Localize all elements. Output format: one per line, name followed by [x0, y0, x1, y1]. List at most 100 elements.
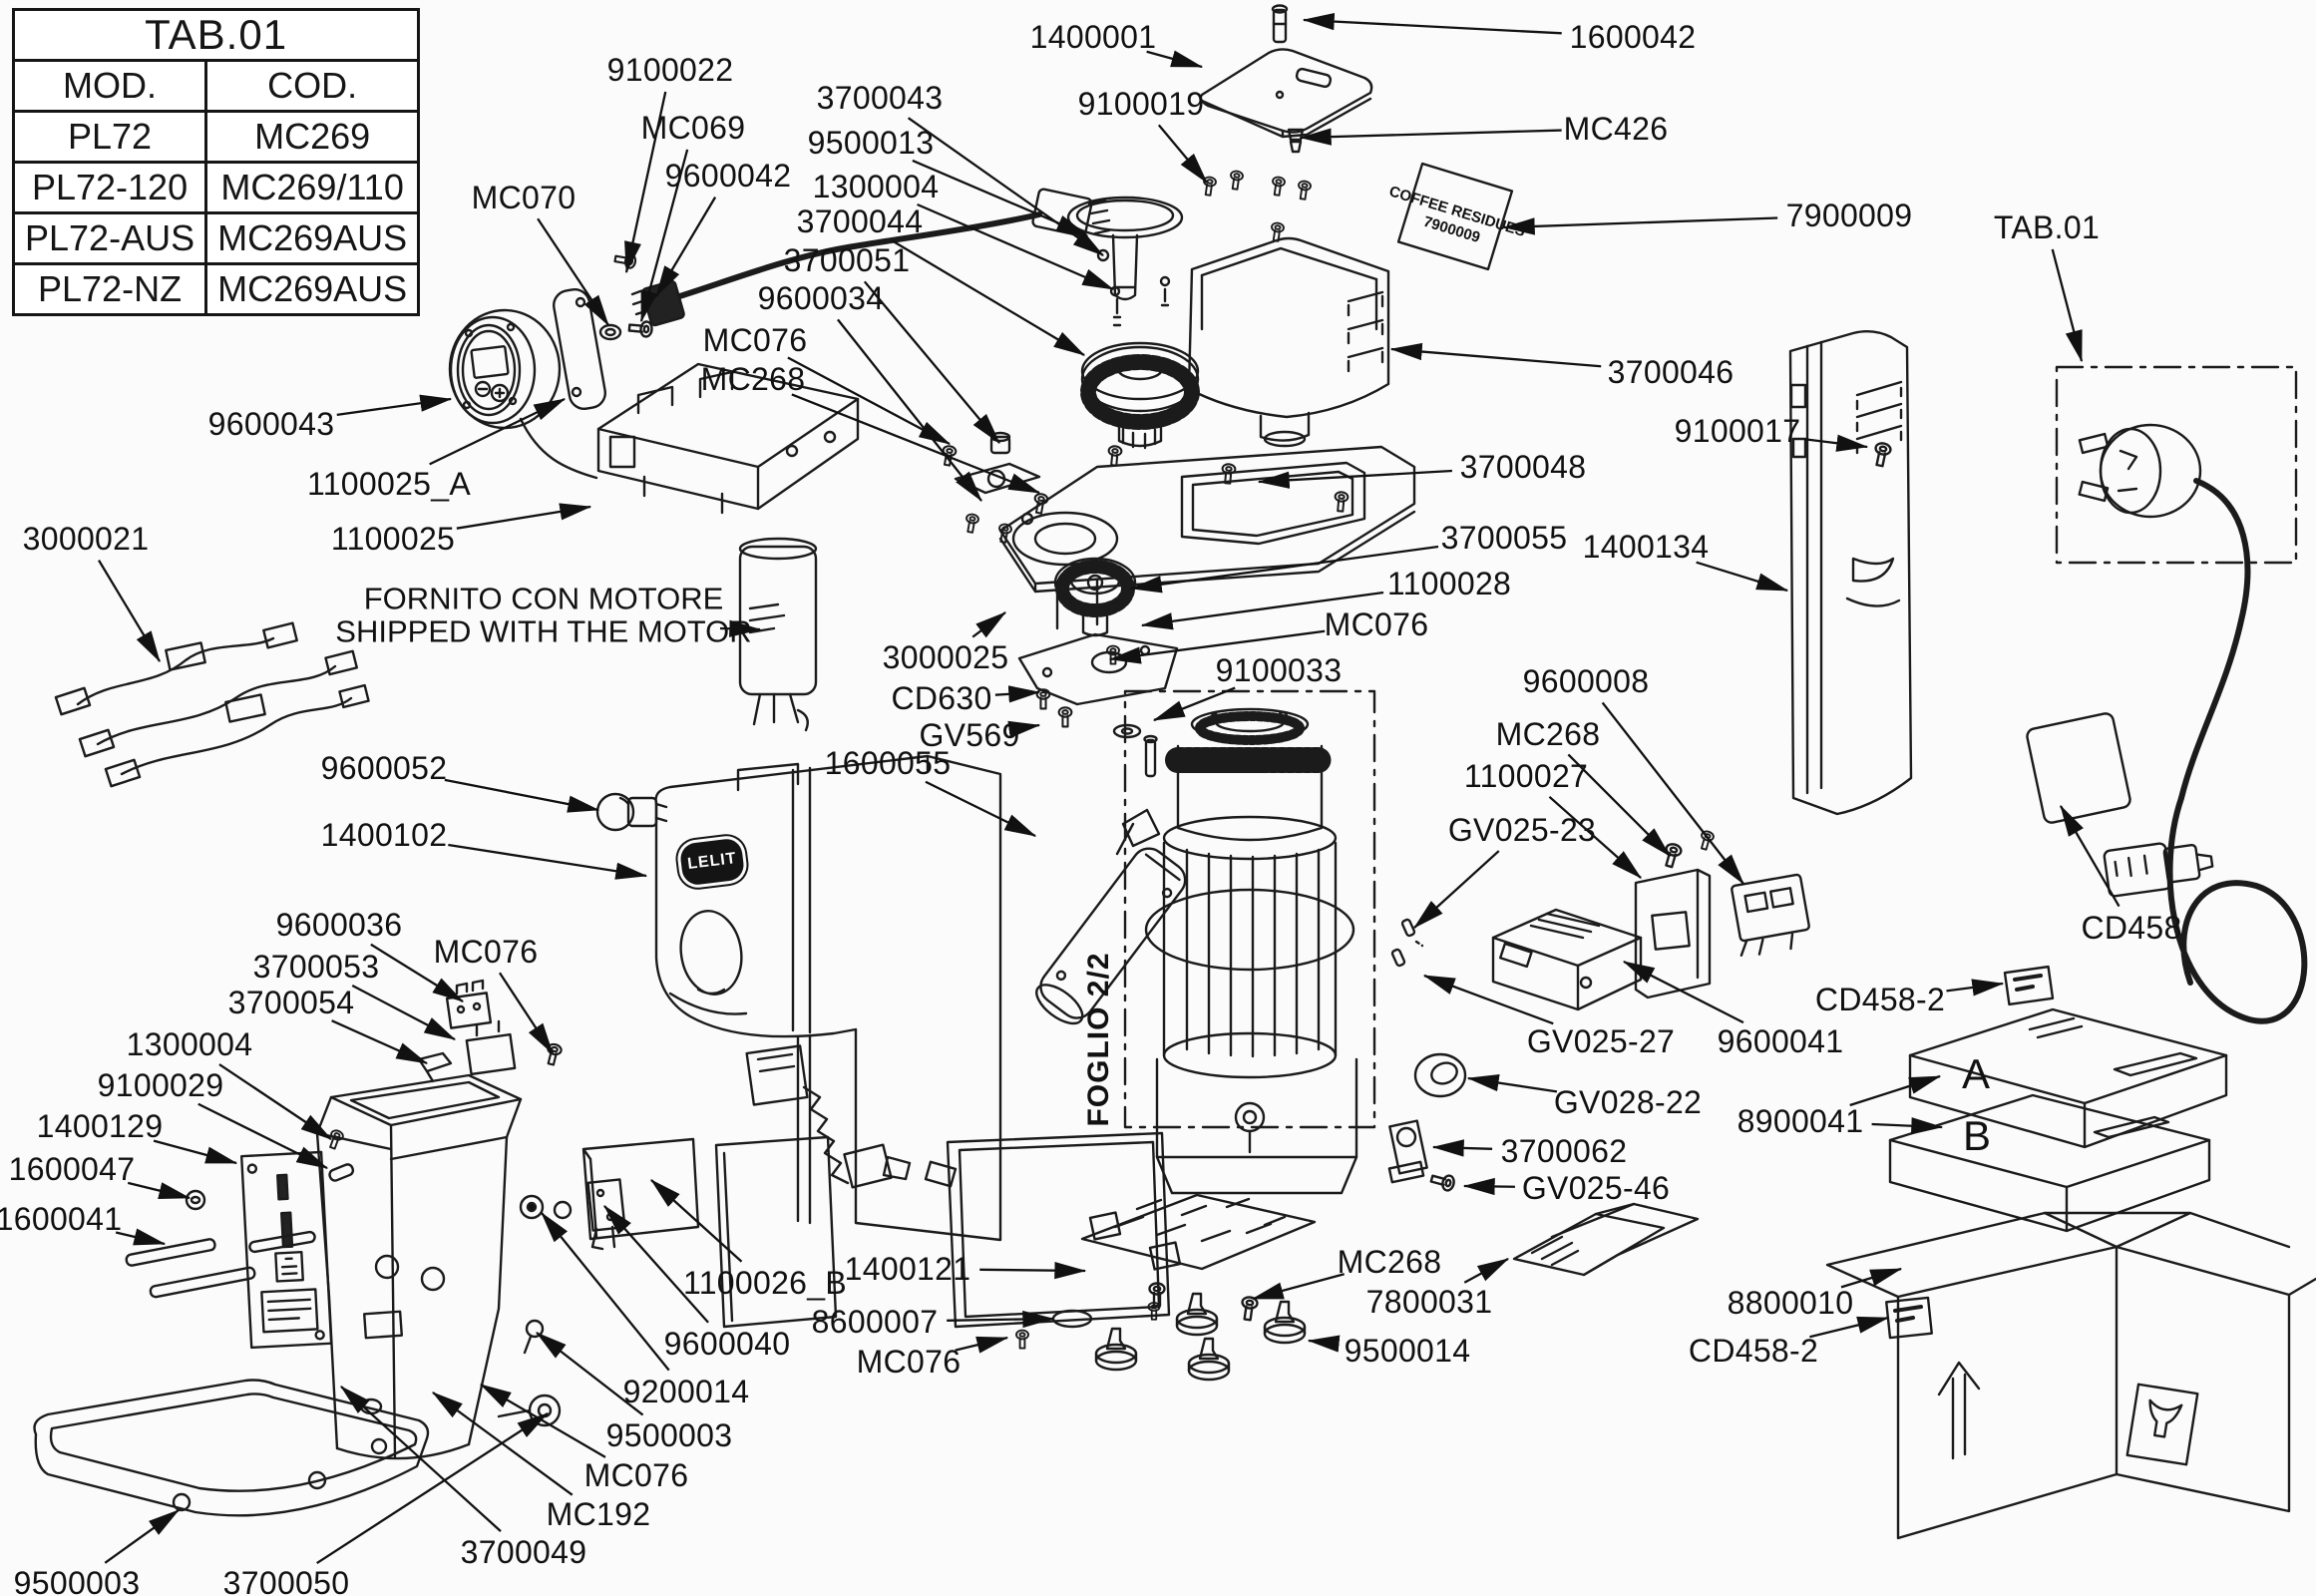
col-header-mod: MOD. — [11, 59, 208, 113]
leader-line — [2051, 248, 2084, 363]
part-label: CD630 — [891, 680, 992, 716]
leader-line — [955, 1336, 1009, 1354]
leader-line — [535, 1332, 644, 1416]
part-label: MC268 — [1337, 1244, 1442, 1280]
leader-line — [892, 239, 1086, 356]
leader-line — [650, 1179, 743, 1263]
part-label: 3700049 — [460, 1534, 587, 1570]
part-label: 9500013 — [807, 125, 935, 161]
leader-line — [537, 217, 609, 327]
frame-drawing — [315, 1073, 562, 1460]
leader-line — [456, 503, 592, 530]
leader-line — [947, 1310, 1055, 1329]
leader-line — [429, 397, 567, 466]
manual-drawing — [1512, 1202, 1700, 1277]
leader-line — [863, 280, 1000, 444]
part-label: 3700044 — [796, 203, 924, 239]
leader-line — [351, 985, 457, 1041]
part-label: 9600040 — [663, 1326, 791, 1362]
part-label: MC070 — [471, 180, 577, 215]
leader-line — [979, 1262, 1087, 1280]
leader-line — [98, 560, 161, 663]
leader-line — [1007, 720, 1041, 738]
foam-blocks-drawing — [1888, 1007, 2228, 1233]
leader-line — [925, 780, 1037, 838]
part-label: MC268 — [1495, 716, 1601, 752]
spare-label-card-drawing — [2026, 712, 2131, 824]
part-label: 1600042 — [1569, 19, 1697, 55]
part-label: 3700053 — [252, 949, 380, 985]
wire-harness-drawing — [54, 621, 370, 788]
part-label: CD458-2 — [1814, 982, 1946, 1017]
part-label: 1600047 — [8, 1151, 136, 1187]
part-label: 9600043 — [207, 406, 335, 442]
leader-line — [912, 159, 1089, 237]
part-label: 7800031 — [1365, 1284, 1493, 1320]
leader-line — [1157, 124, 1208, 184]
leader-line — [1140, 591, 1384, 630]
side-panels-drawing — [581, 1131, 1171, 1329]
part-label: 8600007 — [811, 1304, 939, 1340]
part-label: 9100017 — [1674, 413, 1801, 449]
shipped-with-motor-note: FORNITO CON MOTORE SHIPPED WITH THE MOTO… — [335, 583, 751, 647]
leader-line — [787, 356, 952, 446]
leader-line — [316, 1412, 550, 1565]
table-cell: PL72-120 — [11, 161, 208, 214]
bracket-1100027-drawing — [1634, 868, 1712, 999]
part-label: 1100027 — [1463, 758, 1589, 794]
part-label: 9600036 — [275, 907, 403, 943]
leader-line — [499, 972, 554, 1055]
switch-parts-drawing — [417, 979, 564, 1083]
gear-plate-drawing — [1017, 632, 1179, 706]
leader-line — [1251, 1273, 1346, 1301]
leader-line — [104, 1509, 181, 1564]
lid-screws-drawing — [1201, 169, 1313, 243]
leader-line — [917, 202, 1115, 291]
part-label: 1600055 — [824, 745, 952, 781]
part-label: 1400129 — [36, 1108, 164, 1144]
leader-line — [444, 778, 600, 813]
base-plate-drawing — [1015, 1193, 1317, 1350]
part-label: 3700046 — [1607, 354, 1735, 390]
sticker-top-drawing — [2003, 965, 2055, 1006]
col-header-cod: COD. — [204, 59, 421, 113]
leader-line — [448, 843, 648, 880]
part-label: GV025-46 — [1521, 1170, 1671, 1206]
hopper-lid-drawing — [1199, 4, 1373, 154]
table-header-row: MOD. COD. — [11, 59, 421, 113]
leader-line — [1299, 128, 1562, 146]
terminal-block-drawing — [1660, 829, 1810, 957]
leader-line — [1146, 50, 1204, 69]
residues-card-drawing — [1396, 162, 1514, 271]
shipping-box-drawing — [1825, 1211, 2316, 1540]
table-cell: PL72 — [11, 110, 208, 164]
part-label: GV025-27 — [1526, 1023, 1676, 1059]
part-label: 9200014 — [622, 1374, 750, 1409]
power-plug-drawing — [2078, 423, 2308, 1024]
part-label: 7900009 — [1785, 198, 1913, 233]
part-label: 1400134 — [1582, 529, 1710, 565]
part-label: 1400102 — [320, 817, 448, 853]
leader-line — [1463, 1257, 1510, 1284]
leader-line — [1152, 686, 1236, 722]
hopper-container-drawing — [1187, 236, 1390, 448]
top-fasteners-drawing — [598, 250, 654, 341]
table-cell: MC269AUS — [204, 262, 421, 316]
leader-line — [1696, 561, 1789, 593]
part-label: CD458 — [2081, 910, 2182, 946]
part-label: MC426 — [1563, 111, 1669, 147]
part-label: 9100029 — [97, 1067, 224, 1103]
leader-line — [994, 685, 1041, 703]
part-label: 1600041 — [0, 1201, 123, 1237]
table-cell: MC269/110 — [204, 161, 421, 214]
part-label: 8800010 — [1727, 1285, 1854, 1321]
part-label: MC076 — [1324, 606, 1429, 642]
table-title: TAB.01 — [11, 8, 421, 62]
leader-line — [1431, 1139, 1493, 1157]
leader-line — [153, 1139, 238, 1165]
